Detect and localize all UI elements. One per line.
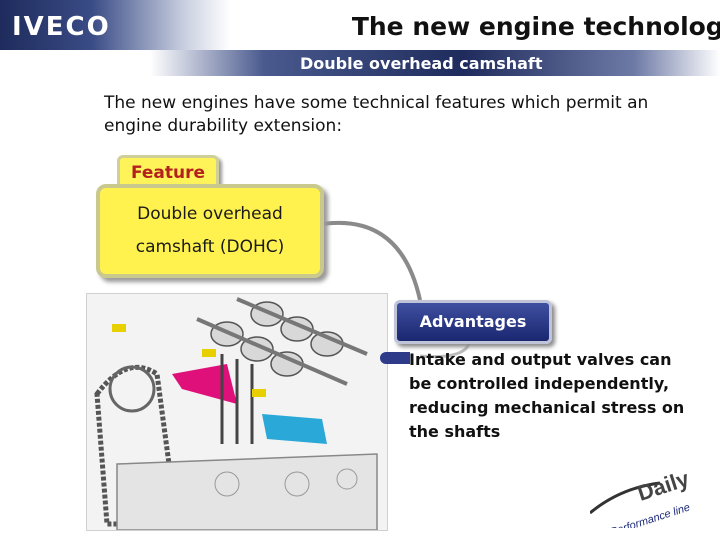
logo-bar: IVECO [0, 0, 230, 50]
subtitle-bar [150, 50, 720, 76]
daily-tagline: Performance line [609, 501, 692, 528]
advantages-text: Intake and output valves can be controll… [409, 350, 685, 441]
daily-logo: Daily Performance line [590, 468, 693, 528]
feature-tab-label: Feature [130, 163, 206, 183]
slide-subtitle: Double overhead camshaft [300, 54, 543, 73]
feature-line-2: camshaft (DOHC) [135, 237, 285, 257]
header: IVECO The new engine technology [0, 0, 720, 50]
intro-text: The new engines have some technical feat… [104, 93, 649, 136]
feature-line-1: Double overhead [137, 204, 283, 224]
engine-cutaway-drawing [87, 294, 387, 530]
engine-cutaway-image [86, 293, 388, 531]
daily-wordmark: Daily [634, 468, 692, 506]
feature-box: Double overhead camshaft (DOHC) [96, 184, 324, 278]
iveco-logo: IVECO [12, 12, 111, 42]
advantages-tab-label: Advantages [419, 312, 527, 331]
slide-title: The new engine technology [351, 12, 720, 41]
bullet-marker [380, 352, 410, 364]
advantages-tab: Advantages [394, 300, 552, 344]
